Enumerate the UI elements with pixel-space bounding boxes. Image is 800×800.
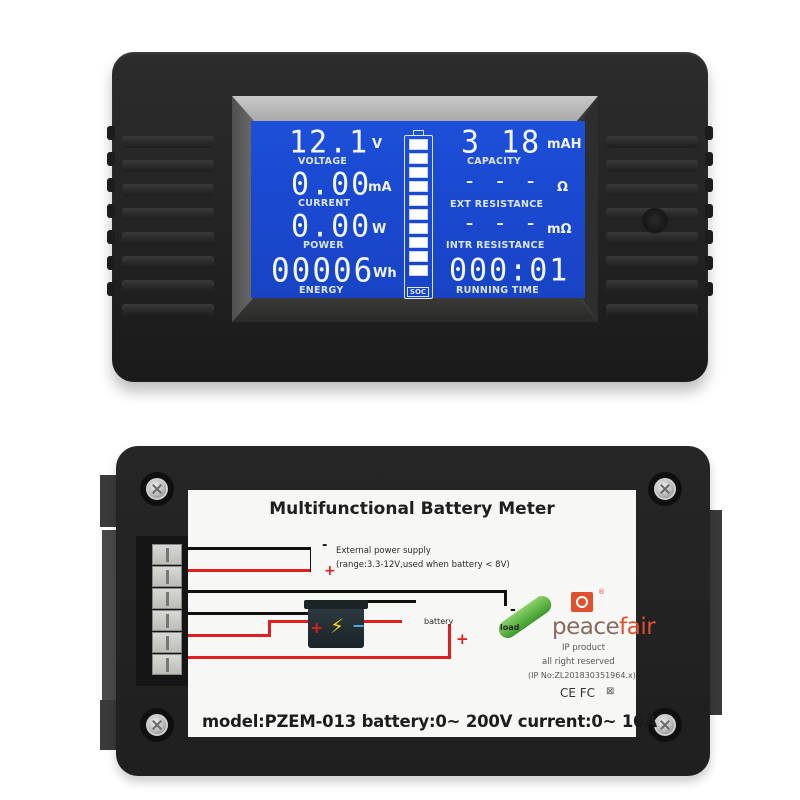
side-tab <box>102 530 116 710</box>
ext-plus: + <box>324 563 336 579</box>
side-tab <box>100 700 118 750</box>
ext-resistance-unit: Ω <box>557 180 569 195</box>
terminal-5[interactable] <box>152 632 182 653</box>
wire-black-load <box>188 590 506 593</box>
wire-black-battery <box>188 612 328 615</box>
ip-product-text: IP product <box>562 643 606 653</box>
ext-supply-range: (range:3.3-12V,used when battery < 8V) <box>336 560 510 570</box>
terminal-4[interactable] <box>152 610 182 631</box>
energy-value: 00006 <box>271 252 375 290</box>
intr-resistance-label: INTR RESISTANCE <box>446 240 545 251</box>
side-clip <box>705 282 713 296</box>
load-minus: - <box>510 602 516 618</box>
voltage-unit: V <box>372 137 383 152</box>
side-clip <box>107 152 115 166</box>
terminal-3[interactable] <box>152 588 182 609</box>
intr-resistance-value: - - - <box>463 210 540 237</box>
running-time-label: RUNNING TIME <box>456 285 540 296</box>
soc-label: SOC <box>407 287 429 297</box>
registered-mark: ® <box>598 588 605 596</box>
wire-red-ext-pos <box>188 569 310 572</box>
terminal-6[interactable] <box>152 654 182 675</box>
weee-bin-icon: ⊠ <box>606 686 615 697</box>
mode-button[interactable] <box>642 208 668 234</box>
wire-red-battery <box>188 634 270 637</box>
terminal-2[interactable] <box>152 566 182 587</box>
model-spec-line: model:PZEM-013 battery:0~ 200V current:0… <box>202 712 657 731</box>
screw-icon <box>140 708 174 742</box>
capacity-value: 3 18 <box>461 124 542 161</box>
intr-resistance-unit: mΩ <box>547 222 572 237</box>
terminal-1[interactable] <box>152 544 182 565</box>
side-clip <box>107 126 115 140</box>
ext-resistance-value: - - - <box>463 168 540 195</box>
load-plus: + <box>456 630 469 648</box>
left-vent-ribs <box>122 136 214 326</box>
rights-text: all right reserved <box>542 657 615 667</box>
certification-marks: CE FC <box>560 686 596 700</box>
side-clip <box>107 230 115 244</box>
meter-back-housing: Multifunctional Battery Meter - + Extern… <box>116 446 710 776</box>
power-value: 0.00 <box>291 208 372 245</box>
energy-label: ENERGY <box>299 285 344 296</box>
side-clip <box>107 178 115 192</box>
side-clip <box>705 126 713 140</box>
side-tab <box>100 475 118 527</box>
side-clip <box>705 230 713 244</box>
wire-black-ext-neg <box>188 547 310 550</box>
running-time-value: 000:01 <box>449 252 570 289</box>
load-label: load <box>500 623 520 632</box>
screw-icon <box>648 708 682 742</box>
screw-icon <box>648 472 682 506</box>
peacefair-logo-icon <box>571 592 593 612</box>
ext-minus: - <box>322 538 328 553</box>
screw-icon <box>140 472 174 506</box>
current-label: CURRENT <box>298 198 351 209</box>
side-clip <box>705 256 713 270</box>
battery-label: battery <box>424 617 454 626</box>
energy-unit: Wh <box>373 266 397 281</box>
current-unit: mA <box>368 180 392 195</box>
side-tab <box>706 510 722 715</box>
side-clip <box>705 152 713 166</box>
capacity-unit: mAH <box>547 137 582 152</box>
side-clip <box>705 204 713 218</box>
label-title: Multifunctional Battery Meter <box>269 499 555 519</box>
side-clip <box>705 178 713 192</box>
terminal-block <box>136 536 188 686</box>
power-unit: W <box>372 222 387 237</box>
ip-number-text: (IP No:ZL201830351964.x) <box>528 671 636 680</box>
ext-resistance-label: EXT RESISTANCE <box>450 199 544 210</box>
power-label: POWER <box>303 240 344 251</box>
battery-terminal-icon <box>413 130 424 136</box>
current-value: 0.00 <box>291 166 372 203</box>
ext-supply-text: External power supply <box>336 546 431 556</box>
soc-battery-gauge: SOC <box>404 130 433 299</box>
side-clip <box>107 256 115 270</box>
wiring-label: Multifunctional Battery Meter - + Extern… <box>188 490 657 737</box>
meter-front-housing: 12.1 V VOLTAGE 0.00 mA CURRENT 0.00 W PO… <box>107 52 713 382</box>
wire-red-load <box>188 656 450 659</box>
voltage-label: VOLTAGE <box>298 156 348 167</box>
voltage-value: 12.1 <box>289 124 370 161</box>
side-clip <box>107 204 115 218</box>
battery-icon: + ⚡ − <box>304 600 368 648</box>
side-clip <box>107 282 115 296</box>
brand-name: peacefair <box>552 614 656 640</box>
lightning-bolt-icon: ⚡ <box>330 614 345 638</box>
capacity-label: CAPACITY <box>467 156 522 167</box>
lcd-screen: 12.1 V VOLTAGE 0.00 mA CURRENT 0.00 W PO… <box>251 121 585 299</box>
